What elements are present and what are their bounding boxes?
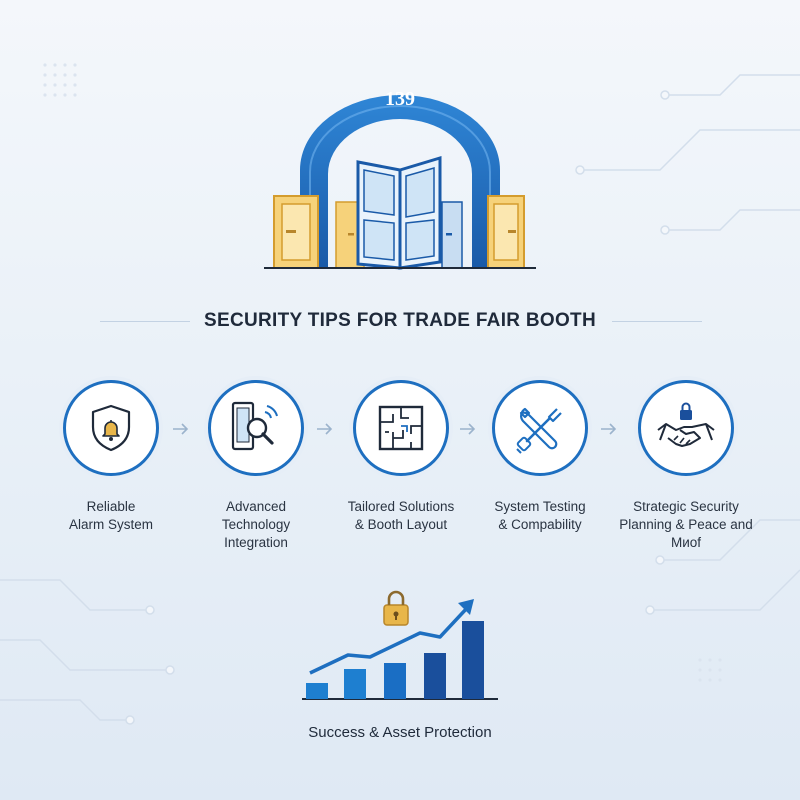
title-divider-right [612, 321, 702, 322]
arrow-right-icon [173, 423, 189, 435]
arrow-right-icon [460, 423, 476, 435]
arch-number: 139 [385, 88, 415, 110]
tip-label: Tailored Solutions & Booth Layout [347, 499, 455, 532]
tip-strategic-planning: Strategic Security Planning & Peace and … [616, 380, 756, 552]
arrow-right-icon [601, 423, 617, 435]
hero-illustration: 139 [250, 70, 550, 280]
shield-bell-icon [91, 404, 131, 452]
tip-label: Advanced Technology Integration [221, 499, 291, 550]
title-row: SECURITY TIPS FOR TRADE FAIR BOOTH [0, 300, 800, 344]
bottom-caption: Success & Asset Protection [308, 724, 492, 741]
page-title: SECURITY TIPS FOR TRADE FAIR BOOTH [204, 310, 596, 331]
device-search-icon [231, 401, 278, 451]
arrow-right-icon [317, 423, 333, 435]
tip-icon-circle [208, 380, 304, 476]
arch-shape [300, 95, 500, 268]
tip-technology-integration: Advanced Technology Integration [186, 380, 326, 552]
tip-icon-circle [638, 380, 734, 476]
tip-system-testing: System Testing & Compability [470, 380, 610, 534]
handshake-lock-icon [657, 402, 715, 447]
wrench-plug-icon [516, 407, 562, 454]
tip-label: System Testing & Compability [494, 499, 586, 532]
tip-label: Reliable Alarm System [68, 499, 153, 532]
title-divider-left [100, 321, 190, 322]
growth-chart-lock-icon [300, 585, 500, 705]
tip-icon-circle [492, 380, 588, 476]
tip-icon-circle [63, 380, 159, 476]
tip-label: Strategic Security Planning & Peace and … [619, 499, 753, 550]
tip-alarm-system: Reliable Alarm System [41, 380, 181, 534]
tip-booth-layout: Tailored Solutions & Booth Layout [331, 380, 471, 534]
floor-plan-icon [378, 405, 424, 451]
tip-icon-circle [353, 380, 449, 476]
